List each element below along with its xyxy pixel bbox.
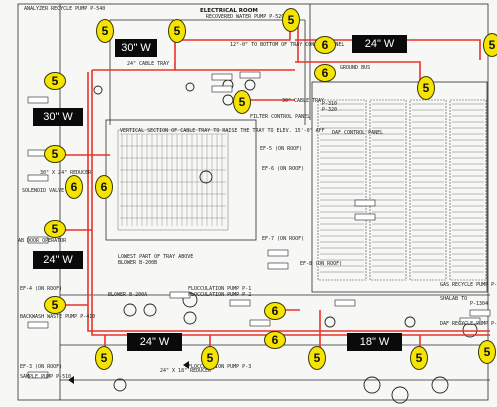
drawing-note: VERTICAL SECTION OF CABLE TRAY TO RAISE …: [120, 128, 325, 134]
drawing-note: FLOCCULATION PUMP P-3: [188, 364, 251, 370]
callout-marker: 5: [282, 8, 300, 32]
drawing-note: 24" X 18" REDUCER: [160, 368, 212, 374]
drawing-note: GAS RECYCLE PUMP P-51: [440, 282, 497, 288]
filter-hatching: [120, 133, 226, 226]
drawing-note: P-310: [322, 101, 337, 107]
callout-marker: 5: [233, 90, 251, 114]
callout-marker: 5: [201, 346, 219, 370]
room-title: ELECTRICAL ROOM: [200, 8, 258, 14]
callout-marker: 6: [264, 331, 286, 349]
drawing-note: DAF CONTROL PANEL: [332, 130, 383, 136]
tray-width-label: 30" W: [115, 39, 157, 57]
callout-marker: 5: [478, 340, 496, 364]
tray-width-label: 18" W: [347, 333, 402, 351]
drawing-note: AB DOOR OPERATOR: [18, 238, 67, 244]
callout-marker: 5: [483, 33, 497, 57]
callout-marker: 5: [308, 346, 326, 370]
drawing-note: 12"-0" TO BOTTOM OF TRAY CONTROL PANEL: [230, 42, 344, 48]
drawing-note: BLOWER B-200A: [108, 292, 147, 298]
drawing-note: EF-5 (ON ROOF): [260, 146, 302, 152]
callout-marker: 5: [44, 296, 66, 314]
drawing-note: 30" CABLE TRAY: [282, 98, 324, 104]
callout-marker: 6: [65, 175, 83, 199]
drawing-note: EF-8 (ON ROOF): [300, 261, 342, 267]
callout-marker: 6: [264, 302, 286, 320]
tank-hatching: [320, 103, 484, 273]
callout-marker: 5: [44, 145, 66, 163]
callout-marker: 5: [410, 346, 428, 370]
drawing-note: ANALYZER RECYCLE PUMP P-540: [24, 6, 105, 12]
drawing-note: SAMPLE PUMP P-510: [20, 374, 71, 380]
drawing-note: FILTER CONTROL PANEL: [250, 114, 310, 120]
drawing-note: DAF RECYCLE PUMP P-550: [440, 321, 497, 327]
drawing-note: P-320: [322, 107, 337, 113]
drawing-note: EF-7 (ON ROOF): [262, 236, 304, 242]
drawing-note: FLOCCULATION PUMP P-1: [188, 286, 251, 292]
callout-marker: 5: [44, 220, 66, 238]
callout-marker: 6: [95, 175, 113, 199]
drawing-note: 30" X 24" REDUCER: [40, 170, 92, 176]
drawing-note: BLOWER B-200B: [118, 260, 157, 266]
callout-marker: 6: [314, 64, 336, 82]
drawing-note: LOWEST PART OF TRAY ABOVE: [118, 254, 193, 260]
drawing-note: EF-4 (ON ROOF): [20, 286, 62, 292]
tray-width-label: 24" W: [33, 251, 83, 269]
callout-marker: 5: [44, 72, 66, 90]
tray-width-label: 30" W: [33, 108, 83, 126]
drawing-note: EF-6 (ON ROOF): [262, 166, 304, 172]
tank-array-right: [317, 99, 487, 281]
tray-width-label: 24" W: [127, 333, 182, 351]
tray-width-label: 24" W: [352, 35, 407, 53]
equipment-tags: [27, 71, 491, 379]
drawing-note: SOLENOID VALVE: [22, 188, 64, 194]
callout-marker: 5: [96, 19, 114, 43]
drawing-note: FLOCCULATION PUMP P-2: [188, 292, 251, 298]
filter-panel: [117, 129, 229, 231]
drawing-note: EF-3 (ON ROOF): [20, 364, 62, 370]
callout-marker: 6: [314, 36, 336, 54]
drawing-note: P-1304: [470, 301, 488, 307]
callout-marker: 5: [168, 19, 186, 43]
callout-marker: 5: [417, 76, 435, 100]
drawing-note: BACKWASH WASTE PUMP P-410: [20, 314, 95, 320]
drawing-note: 24" CABLE TRAY: [127, 61, 169, 67]
flow-arrows: [68, 361, 189, 384]
drawing-note: GROUND BUS: [340, 65, 370, 71]
drawing-note: SHALAB TO: [440, 296, 467, 302]
callout-marker: 5: [95, 346, 113, 370]
drawing-note: RECOVERED WATER PUMP P-520: [206, 14, 284, 20]
